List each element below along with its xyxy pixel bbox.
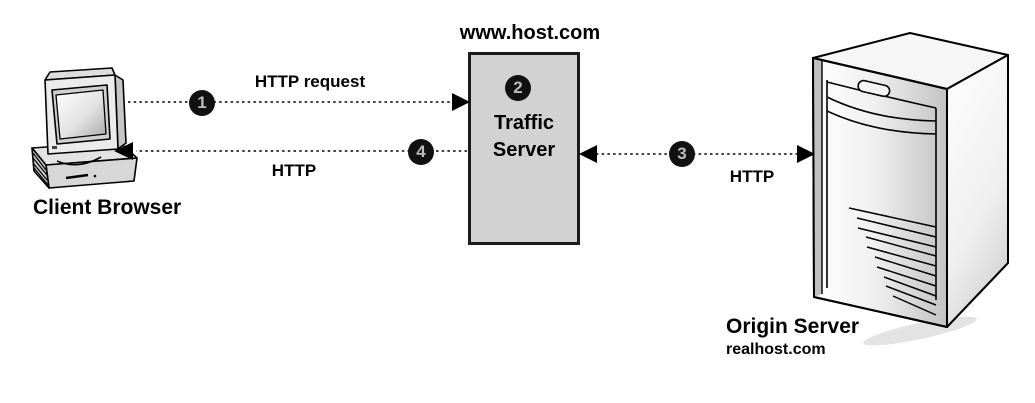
client-browser-caption: Client Browser bbox=[33, 196, 182, 219]
monitor-button bbox=[52, 146, 57, 149]
server-left-strip bbox=[813, 58, 822, 297]
server-front-outline bbox=[812, 57, 948, 328]
computer-base-grooves bbox=[32, 152, 49, 186]
step-3-badge: 3 bbox=[669, 141, 695, 167]
power-led bbox=[93, 174, 97, 178]
origin-server-caption: Origin Server bbox=[726, 315, 860, 338]
step-1-badge: 1 bbox=[189, 90, 215, 116]
request-arrowhead-icon bbox=[452, 93, 470, 111]
origin-left-arrowhead-icon bbox=[579, 145, 597, 163]
http-origin-label: HTTP bbox=[729, 167, 775, 186]
floppy-slot bbox=[65, 173, 89, 180]
computer-base-recess bbox=[56, 156, 102, 166]
client-computer-illustration bbox=[31, 67, 138, 189]
http-request-label: HTTP request bbox=[254, 72, 366, 91]
server-vent-lines bbox=[848, 207, 937, 316]
origin-right-arrowhead-icon bbox=[797, 145, 815, 163]
proxy-hostname-label: www.host.com bbox=[459, 22, 601, 44]
server-handle bbox=[857, 79, 891, 98]
response-arrowhead-icon bbox=[114, 142, 133, 160]
http-response-label: HTTP bbox=[271, 161, 317, 180]
monitor-screen bbox=[55, 89, 107, 140]
origin-hostname-caption: realhost.com bbox=[726, 341, 826, 358]
traffic-server-label: Traffic Server bbox=[492, 112, 556, 161]
server-front-face bbox=[812, 57, 948, 328]
http-flow-arrows bbox=[114, 93, 815, 163]
step-4-badge: 4 bbox=[408, 139, 434, 165]
step-2-badge: 2 bbox=[505, 75, 531, 101]
server-bezel-curve-1 bbox=[826, 96, 937, 122]
origin-server-illustration bbox=[812, 32, 1009, 346]
server-side-face bbox=[946, 54, 1009, 328]
server-bezel-curve-2 bbox=[826, 110, 937, 135]
